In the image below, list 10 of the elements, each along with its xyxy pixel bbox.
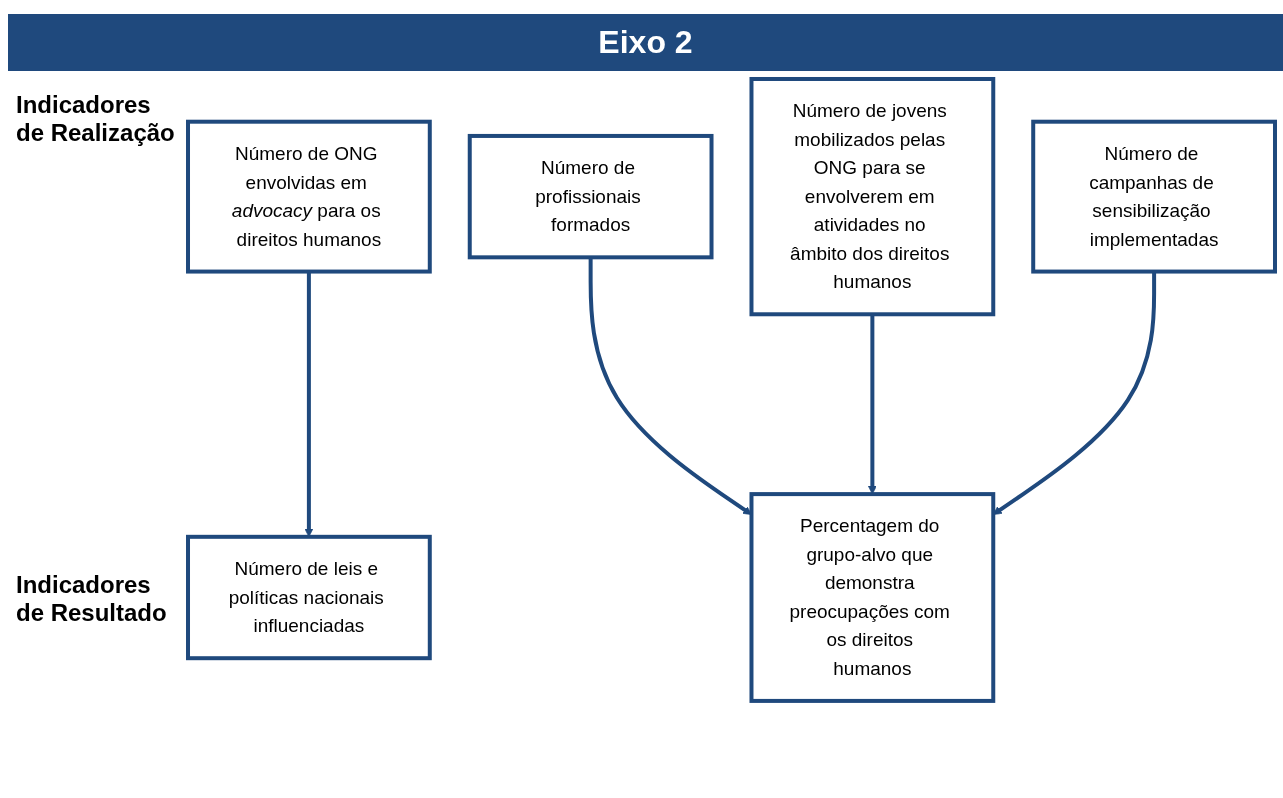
node-box: Número de campanhas de sensibilização implementadas — [1031, 119, 1277, 274]
title-banner: Eixo 2 — [8, 14, 1283, 71]
node-box: Número de jovens mobilizados pelas ONG para se envolverem em atividades no âmbito dos direitos humanos — [749, 77, 996, 317]
node-box: Número de ONG envolvidas em advocacy para os direitos humanos — [186, 119, 432, 274]
row-label: Indicadores de Realização — [16, 91, 176, 147]
node-box: Número de leis e políticas nacionais influenciadas — [186, 534, 432, 661]
node-box: Número de profissionais formados — [467, 133, 714, 260]
node-box: Percentagem do grupo-alvo que demonstra preocupações com os direitos humanos — [749, 492, 996, 703]
arrow — [867, 314, 877, 495]
row-label: Indicadores de Resultado — [16, 571, 168, 627]
